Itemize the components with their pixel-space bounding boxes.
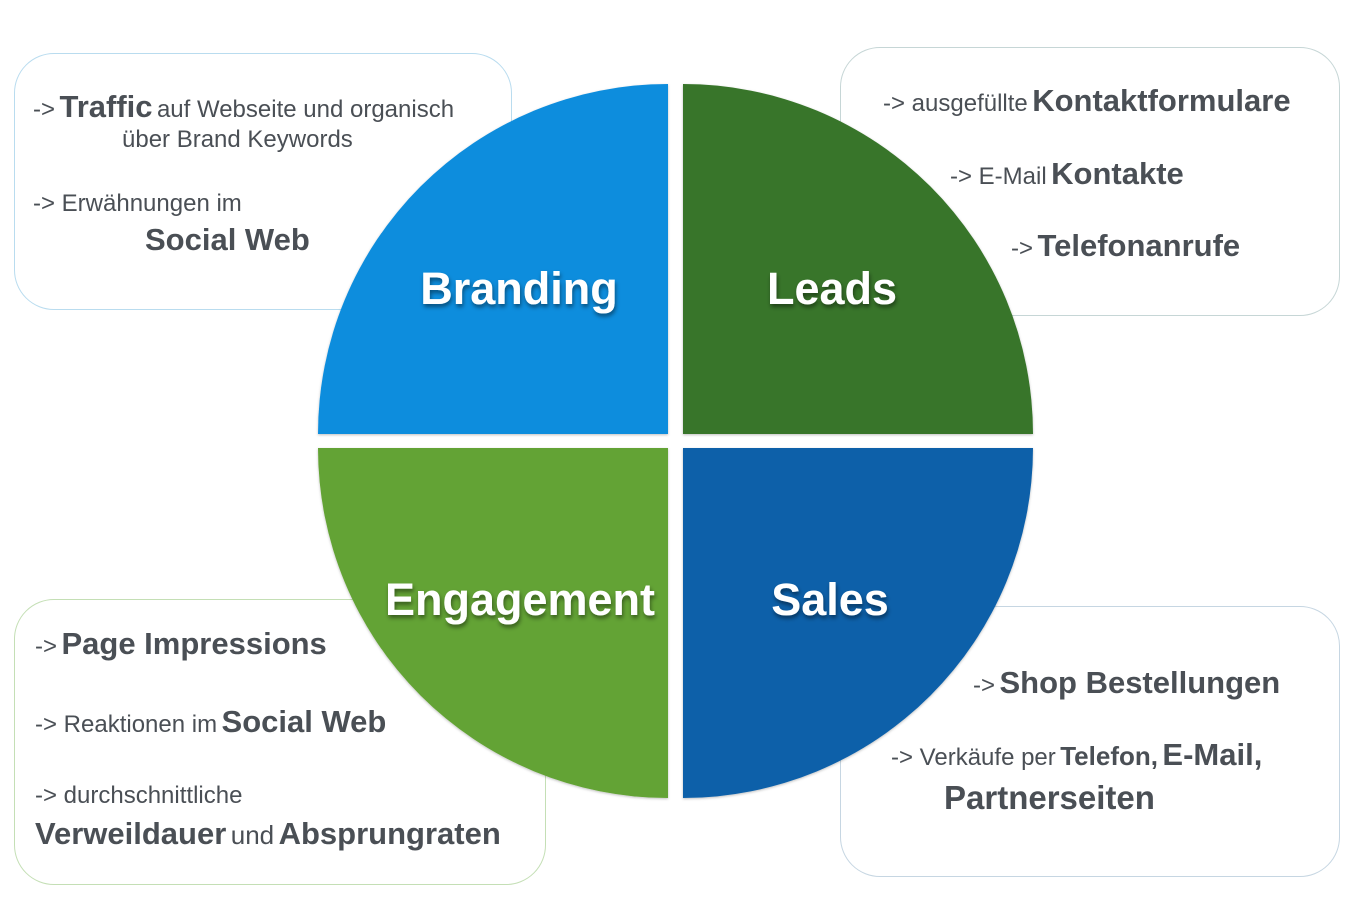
- phone-text: Telefon,: [1060, 741, 1158, 771]
- leads-line-forms: -> ausgefüllte Kontaktformulare: [883, 85, 1291, 116]
- email-prefix-text: -> E-Mail: [950, 163, 1047, 190]
- sales-line-partner-sites: Partnerseiten: [944, 779, 1155, 816]
- forms-text: Kontaktformulare: [1032, 83, 1291, 118]
- social-web-text: Social Web: [221, 704, 387, 739]
- branding-line-keywords: über Brand Keywords: [122, 126, 353, 153]
- impressions-text: Page Impressions: [61, 626, 327, 661]
- arrow-text: ->: [33, 96, 56, 123]
- impressions-prefix-text: ->: [35, 633, 58, 660]
- engagement-line-average: -> durchschnittliche: [35, 782, 243, 809]
- quadrant-label-branding: Branding: [420, 263, 618, 314]
- leads-line-email: -> E-Mail Kontakte: [950, 158, 1184, 189]
- forms-prefix-text: -> ausgefüllte: [883, 90, 1028, 117]
- traffic-text: Traffic: [59, 89, 153, 124]
- sales-prefix-text: -> Verkäufe per: [891, 744, 1056, 771]
- engagement-box: -> Page Impressions -> Reaktionen im Soc…: [14, 599, 546, 885]
- branding-line-social-web: Social Web: [145, 222, 310, 257]
- reactions-prefix-text: -> Reaktionen im: [35, 711, 218, 738]
- email-text: E-Mail,: [1162, 737, 1263, 772]
- leads-line-calls: -> Telefonanrufe: [1011, 230, 1240, 261]
- branding-line-traffic: -> Traffic auf Webseite und organisch: [33, 91, 454, 122]
- orders-text: Shop Bestellungen: [999, 665, 1281, 700]
- quadrant-sales: [683, 448, 1033, 798]
- quadrant-label-leads: Leads: [767, 263, 897, 314]
- quadrant-engagement: [318, 448, 668, 798]
- quadrant-label-engagement: Engagement: [385, 574, 655, 625]
- orders-prefix-text: ->: [973, 672, 996, 699]
- engagement-line-reactions: -> Reaktionen im Social Web: [35, 706, 386, 737]
- engagement-line-impressions: -> Page Impressions: [35, 628, 327, 659]
- engagement-line-dwell: Verweildauer und Absprungraten: [35, 818, 501, 849]
- quadrant-label-sales: Sales: [771, 574, 889, 625]
- bounce-rate-text: Absprungraten: [278, 816, 501, 851]
- sales-line-sales-via: -> Verkäufe per Telefon, E-Mail,: [891, 739, 1262, 770]
- traffic-detail-text: auf Webseite und organisch: [156, 96, 455, 123]
- sales-line-orders: -> Shop Bestellungen: [973, 667, 1280, 698]
- quadrant-leads: [683, 84, 1033, 434]
- and-text: und: [230, 820, 275, 850]
- quadrant-branding: [318, 84, 668, 434]
- dwell-time-text: Verweildauer: [35, 816, 227, 851]
- calls-prefix-text: ->: [1011, 235, 1034, 262]
- branding-line-mentions: -> Erwähnungen im: [33, 190, 242, 217]
- calls-text: Telefonanrufe: [1037, 228, 1241, 263]
- contacts-text: Kontakte: [1051, 156, 1184, 191]
